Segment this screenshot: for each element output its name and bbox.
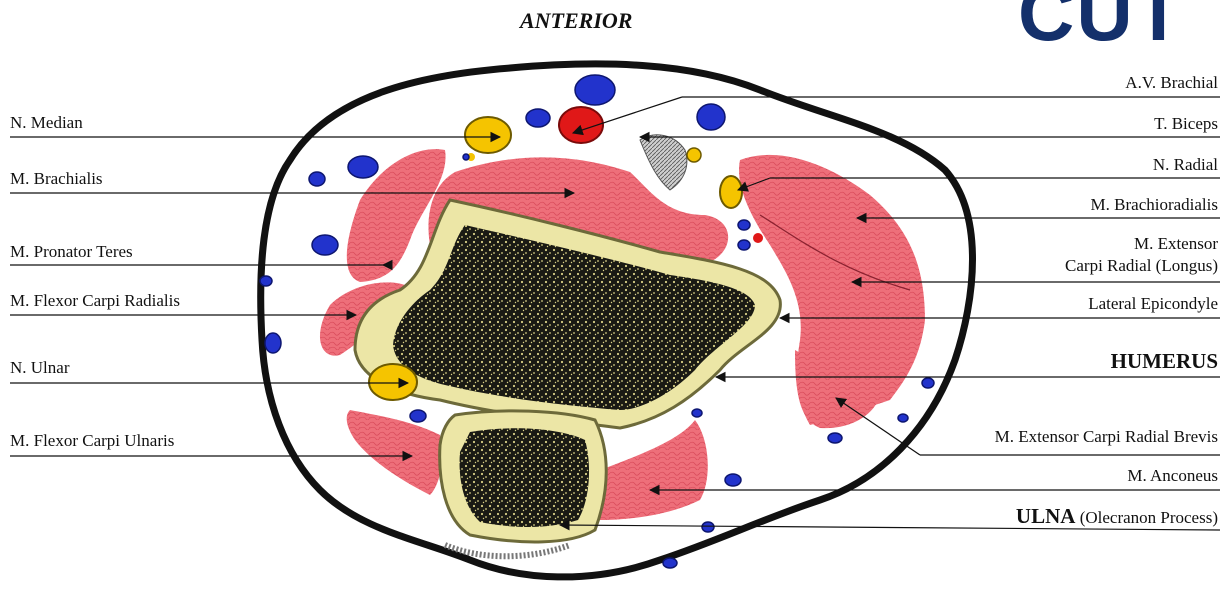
label-t-biceps: T. Biceps xyxy=(1154,115,1218,134)
label-humerus: HUMERUS xyxy=(1111,350,1218,373)
label-ulna-name: ULNA xyxy=(1016,504,1076,528)
cut-badge: CUT xyxy=(1018,0,1184,52)
median-nerve xyxy=(465,117,511,153)
label-n-ulnar: N. Ulnar xyxy=(10,359,69,378)
label-m-extensor-line2: Carpi Radial (Longus) xyxy=(1065,257,1218,276)
label-n-radial: N. Radial xyxy=(1153,156,1218,175)
label-m-flexor-carpi-ulnaris: M. Flexor Carpi Ulnaris xyxy=(10,432,174,451)
label-m-brachialis: M. Brachialis xyxy=(10,170,103,189)
label-m-brachioradialis: M. Brachioradialis xyxy=(1091,196,1218,215)
label-ulna-note: (Olecranon Process) xyxy=(1080,508,1218,527)
label-ulna: ULNA (Olecranon Process) xyxy=(1016,505,1218,528)
ulnar-nerve xyxy=(369,364,417,400)
label-m-anconeus: M. Anconeus xyxy=(1127,467,1218,486)
heading-anterior: ANTERIOR xyxy=(520,8,632,34)
label-m-pronator-teres: M. Pronator Teres xyxy=(10,243,133,262)
label-m-extensor-brevis: M. Extensor Carpi Radial Brevis xyxy=(995,428,1218,447)
radial-nerve xyxy=(720,176,742,208)
label-lateral-epicondyle: Lateral Epicondyle xyxy=(1088,295,1218,314)
label-av-brachial: A.V. Brachial xyxy=(1125,74,1218,93)
label-n-median: N. Median xyxy=(10,114,83,133)
label-m-flexor-carpi-radialis: M. Flexor Carpi Radialis xyxy=(10,292,180,311)
label-m-extensor-line1: M. Extensor xyxy=(1134,235,1218,254)
